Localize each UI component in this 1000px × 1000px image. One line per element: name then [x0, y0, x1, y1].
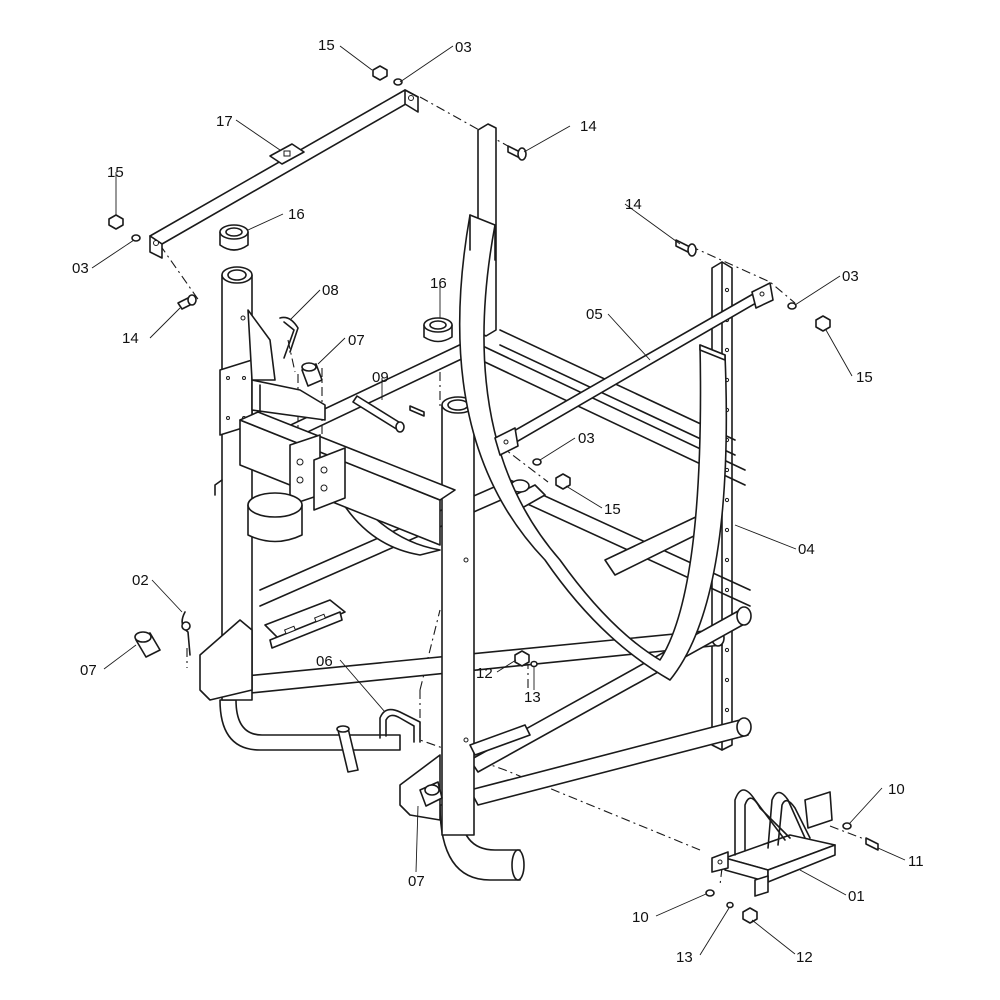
callout-16-left: 16	[288, 206, 305, 223]
callout-03-left: 03	[72, 260, 89, 277]
side-rod	[494, 282, 774, 456]
callout-08: 08	[322, 282, 339, 299]
pin-sleeve-07-left	[134, 631, 161, 658]
pin-07-bottom	[419, 781, 443, 807]
nut-12-mid	[514, 650, 530, 667]
washer-13-mid	[530, 660, 538, 668]
nut-12-bottom	[742, 907, 758, 924]
middle-upright-post	[441, 396, 475, 836]
callout-04: 04	[798, 541, 815, 558]
plug-cap-16-mid	[423, 317, 453, 343]
bolt-14-top	[507, 145, 527, 161]
nut-15-top	[372, 65, 388, 81]
callout-11: 11	[908, 853, 924, 870]
washer-03-mid	[532, 458, 542, 466]
bolt-14-right	[675, 239, 697, 257]
callout-03-top: 03	[455, 39, 472, 56]
callout-03-mid: 03	[578, 430, 595, 447]
lower-mid-mount	[336, 724, 531, 821]
callout-14-top: 14	[580, 118, 597, 135]
nut-15-mid	[555, 473, 571, 490]
callout-09: 09	[372, 369, 389, 386]
top-cross-bar-17	[149, 89, 419, 259]
callout-02: 02	[132, 572, 149, 589]
washer-13-bottom	[726, 901, 734, 909]
pin-sleeve-07-top	[301, 362, 323, 387]
washer-10-right	[842, 822, 852, 830]
u-bolt-06	[379, 708, 421, 743]
washer-10-bottom	[705, 889, 715, 897]
hanger-plates	[289, 434, 346, 511]
callout-13-bottom: 13	[676, 949, 693, 966]
washer-03-right	[787, 302, 797, 310]
callout-01: 01	[848, 888, 865, 905]
callout-15-mid: 15	[604, 501, 621, 518]
washer-03-top	[393, 78, 403, 86]
callout-17: 17	[216, 113, 233, 130]
callout-14-left: 14	[122, 330, 139, 347]
callout-labels: 15 03 17 14 15 16 14 03 16 03 08 05 14 0…	[72, 37, 924, 966]
callout-13-mid: 13	[524, 689, 541, 706]
callout-07-bottom: 07	[408, 873, 425, 890]
leader-lines	[91, 45, 906, 956]
lynch-pin-02	[181, 611, 191, 656]
plug-cap-16-left	[219, 224, 249, 251]
callout-15-top: 15	[318, 37, 335, 54]
callout-05: 05	[586, 306, 603, 323]
callout-12-bottom: 12	[796, 949, 813, 966]
callout-03-right: 03	[842, 268, 859, 285]
callout-10-right: 10	[888, 781, 905, 798]
callout-15-right: 15	[856, 369, 873, 386]
callout-14-right: 14	[625, 196, 642, 213]
washer-03-left	[131, 234, 141, 242]
hardware	[108, 65, 879, 924]
callout-15-left: 15	[107, 164, 124, 181]
tube-clamp-cup	[247, 492, 303, 543]
callout-12-mid: 12	[476, 665, 493, 682]
wheel-chock-01	[711, 789, 836, 897]
bolt-11	[865, 837, 879, 851]
r-clip-08	[279, 316, 299, 359]
lower-left-mount	[199, 599, 346, 701]
callout-07-left: 07	[80, 662, 97, 679]
nut-15-left	[108, 214, 124, 230]
bolt-14-left	[177, 294, 197, 310]
callout-16-mid: 16	[430, 275, 447, 292]
callout-10-bottom: 10	[632, 909, 649, 926]
callout-06: 06	[316, 653, 333, 670]
callout-07-top: 07	[348, 332, 365, 349]
pin-09	[352, 395, 425, 433]
nut-15-right	[815, 315, 831, 332]
